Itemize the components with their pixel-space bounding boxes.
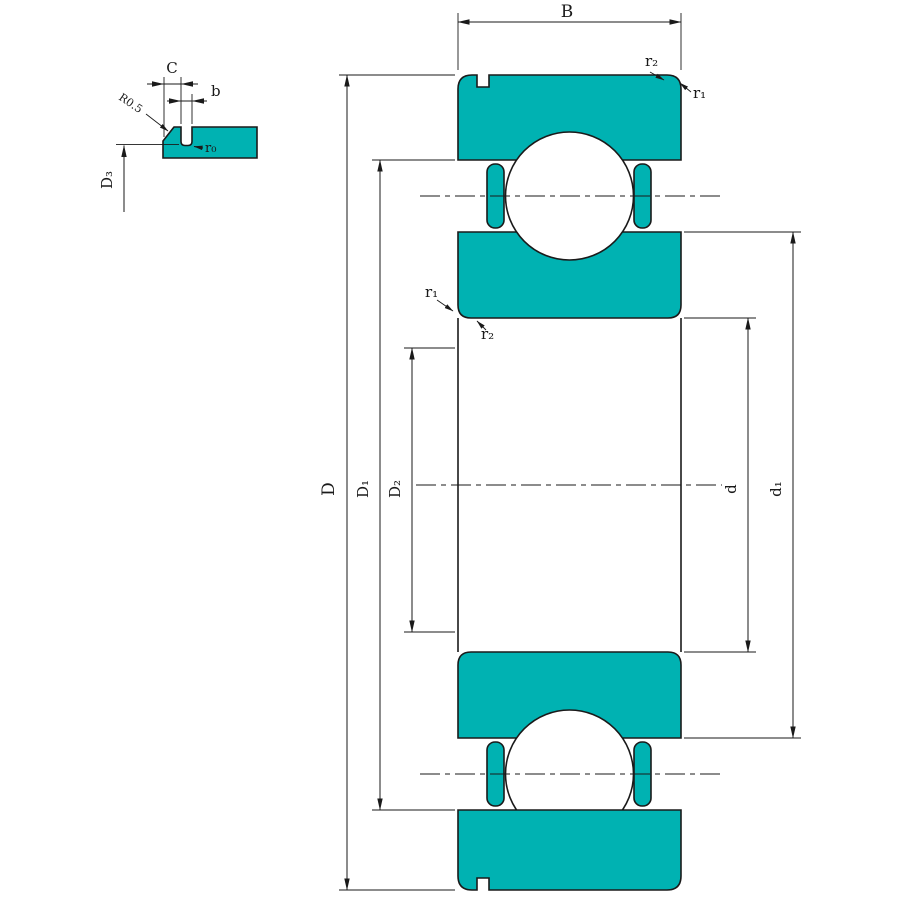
label-r2-left: r₂: [481, 325, 494, 343]
r0-leader: [193, 145, 204, 151]
dim-B: B: [457, 2, 682, 70]
dim-D2: D₂: [386, 347, 455, 633]
callout-r1-left: r₁: [425, 283, 454, 312]
callout-r1-top: r₁: [679, 82, 706, 102]
r1-top-leader: [679, 82, 692, 93]
label-r1-top: r₁: [693, 84, 706, 102]
groove-detail-ring-section: [162, 126, 258, 159]
label-d: d: [722, 484, 740, 494]
dim-D1: D₁: [354, 159, 455, 811]
dim-d: d: [684, 317, 756, 653]
inner-ring-bottom: [457, 651, 682, 739]
r2-left-leader: [476, 320, 487, 331]
label-r1-left: r₁: [425, 283, 438, 301]
callout-r2-left: r₂: [476, 320, 494, 343]
label-r0: r₀: [205, 141, 216, 156]
label-D2: D₂: [386, 480, 404, 498]
label-D1: D₁: [354, 480, 372, 498]
bearing-main-view: [416, 74, 722, 891]
inner-ring-top: [457, 231, 682, 319]
label-d1: d₁: [767, 481, 785, 497]
label-D3: D₃: [98, 171, 116, 189]
label-C: C: [166, 59, 177, 77]
dim-D: D: [319, 74, 455, 891]
R0.5-leader: [145, 113, 169, 132]
outer-ring-bottom: [457, 809, 682, 891]
callout-r0: r₀: [193, 141, 216, 156]
r2-top-leader: [649, 71, 665, 81]
dim-d1: d₁: [684, 231, 801, 739]
dim-b: b: [167, 82, 221, 124]
label-B: B: [561, 2, 574, 22]
dim-D3: D₃: [98, 144, 179, 212]
callout-r2-top: r₂: [645, 52, 665, 81]
label-D: D: [319, 482, 339, 496]
label-r2-top: r₂: [645, 52, 658, 70]
label-b: b: [211, 82, 221, 100]
r1-left-leader: [436, 299, 454, 312]
